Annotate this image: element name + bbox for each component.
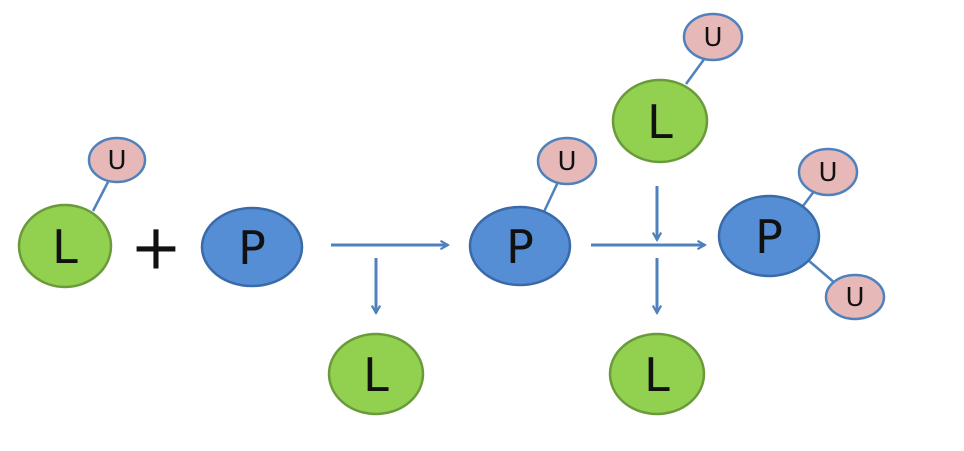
released-ligand-1: L (327, 332, 425, 416)
ubiquitin-node (87, 136, 147, 184)
ligand-node (327, 332, 425, 416)
ubiquitin-node (682, 12, 744, 62)
protein-1: P (200, 206, 304, 288)
ubiquitin-node (824, 273, 886, 321)
ligand-ubiquitin-complex-1: U L (17, 136, 147, 289)
ligand-node (608, 332, 706, 416)
protein-diubiquitin-complex: U U P (717, 147, 886, 321)
ligand-ubiquitin-complex-2: U L (611, 12, 744, 164)
ubiquitin-label: U (703, 23, 722, 53)
ubiquitin-label: U (818, 158, 837, 188)
released-ligand-2: L (608, 332, 706, 416)
ligand-node (611, 78, 709, 164)
ligand-label: L (644, 348, 670, 402)
protein-label: P (755, 210, 783, 264)
plus-operator: + (130, 211, 182, 284)
link-ligand-ubiquitin-1 (91, 181, 110, 212)
ubiquitin-node (536, 136, 598, 186)
protein-ubiquitin-complex-1: U P (468, 136, 598, 287)
ligand-label: L (647, 95, 673, 149)
protein-label: P (238, 221, 266, 275)
protein-node (717, 194, 821, 278)
ligand-node (17, 203, 113, 289)
protein-node (200, 206, 304, 288)
link-protein-ubiquitin-2b (807, 259, 837, 285)
ligand-label: L (52, 220, 78, 274)
protein-label: P (506, 220, 534, 274)
ligand-label: L (363, 348, 389, 402)
protein-node (468, 205, 572, 287)
ubiquitin-label: U (845, 283, 864, 313)
link-ligand-ubiquitin-2 (684, 57, 707, 85)
ubiquitin-node (797, 147, 859, 197)
ubiquitin-label: U (557, 147, 576, 177)
ubiquitin-label: U (107, 146, 126, 176)
link-protein-ubiquitin-1 (540, 181, 560, 217)
